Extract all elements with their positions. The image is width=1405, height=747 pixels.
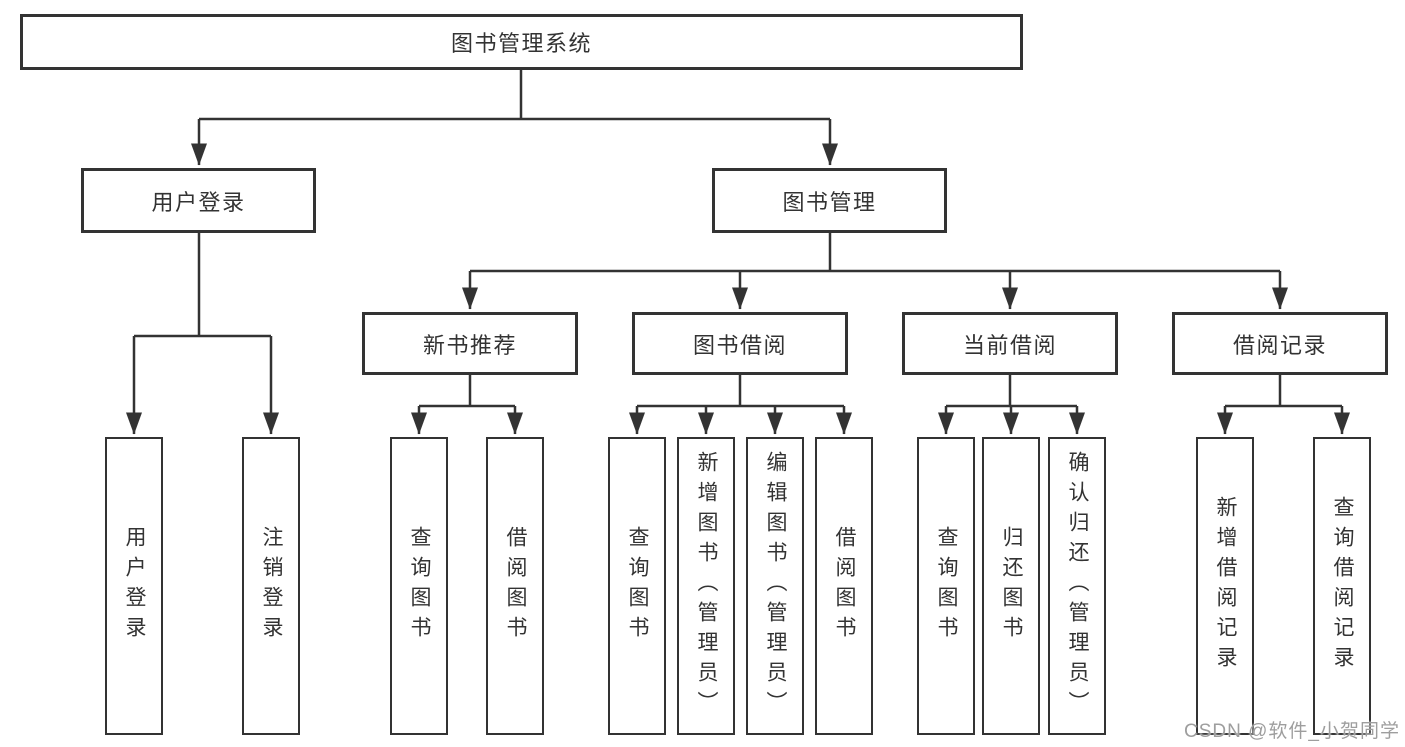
connector-line: [419, 374, 515, 408]
node-label: 图书管理: [782, 189, 877, 215]
connector-line: [470, 232, 1280, 273]
connector-borrowing-records-branch: [1217, 374, 1350, 435]
leaf-borrow-books-borrowing: 借阅图书: [815, 437, 873, 735]
connector-line: [134, 232, 271, 338]
connector-line: [637, 374, 844, 408]
node-borrowing-records: 借阅记录: [1172, 312, 1388, 375]
leaf-edit-books-admin: 编辑图书（管理员）: [746, 437, 804, 735]
connector-book-borrowing-branch: [629, 374, 852, 435]
leaf-query-borrowing-record: 查询借阅记录: [1313, 437, 1371, 735]
node-new-book-recommendation: 新书推荐: [362, 312, 578, 375]
leaf-confirm-return-admin: 确认归还（管理员）: [1048, 437, 1106, 735]
node-current-borrowing: 当前借阅: [902, 312, 1118, 375]
node-label: 当前借阅: [962, 332, 1057, 358]
node-label: 编辑图书（管理员）: [764, 451, 788, 721]
node-label: 查询图书: [935, 526, 959, 646]
node-library-management-system: 图书管理系统: [20, 14, 1023, 70]
node-label: 查询借阅记录: [1331, 496, 1355, 676]
node-label: 新增借阅记录: [1214, 496, 1238, 676]
node-label: 新书推荐: [422, 332, 517, 358]
leaf-user-login: 用户登录: [105, 437, 163, 735]
connector-user-login-branch: [126, 232, 279, 435]
node-label: 新增图书（管理员）: [695, 451, 719, 721]
connector-line: [946, 374, 1077, 408]
node-label: 借阅记录: [1232, 332, 1327, 358]
node-label: 图书借阅: [692, 332, 787, 358]
connector-line: [1225, 374, 1342, 408]
leaf-query-books-current: 查询图书: [917, 437, 975, 735]
node-label: 确认归还（管理员）: [1066, 451, 1090, 721]
leaf-borrow-books-recommendation: 借阅图书: [486, 437, 544, 735]
connector-line: [199, 70, 830, 121]
connector-book-management-branch: [462, 232, 1288, 310]
node-label: 查询图书: [626, 526, 650, 646]
leaf-query-books-recommendation: 查询图书: [390, 437, 448, 735]
leaf-return-books: 归还图书: [982, 437, 1040, 735]
node-label: 查询图书: [408, 526, 432, 646]
node-label: 图书管理系统: [450, 31, 592, 56]
node-label: 借阅图书: [833, 526, 857, 646]
node-user-login: 用户登录: [81, 168, 316, 233]
connector-current-borrowing-branch: [938, 374, 1085, 435]
node-label: 注销登录: [260, 526, 284, 646]
node-book-borrowing: 图书借阅: [632, 312, 848, 375]
node-book-management: 图书管理: [712, 168, 947, 233]
leaf-query-books-borrowing: 查询图书: [608, 437, 666, 735]
leaf-add-books-admin: 新增图书（管理员）: [677, 437, 735, 735]
connector-root-branch: [191, 70, 838, 166]
node-label: 用户登录: [123, 526, 147, 646]
node-label: 借阅图书: [504, 526, 528, 646]
leaf-logout: 注销登录: [242, 437, 300, 735]
connector-new-book-recommendation-branch: [411, 374, 523, 435]
node-label: 归还图书: [1000, 526, 1024, 646]
node-label: 用户登录: [151, 189, 246, 215]
leaf-add-borrowing-record: 新增借阅记录: [1196, 437, 1254, 735]
